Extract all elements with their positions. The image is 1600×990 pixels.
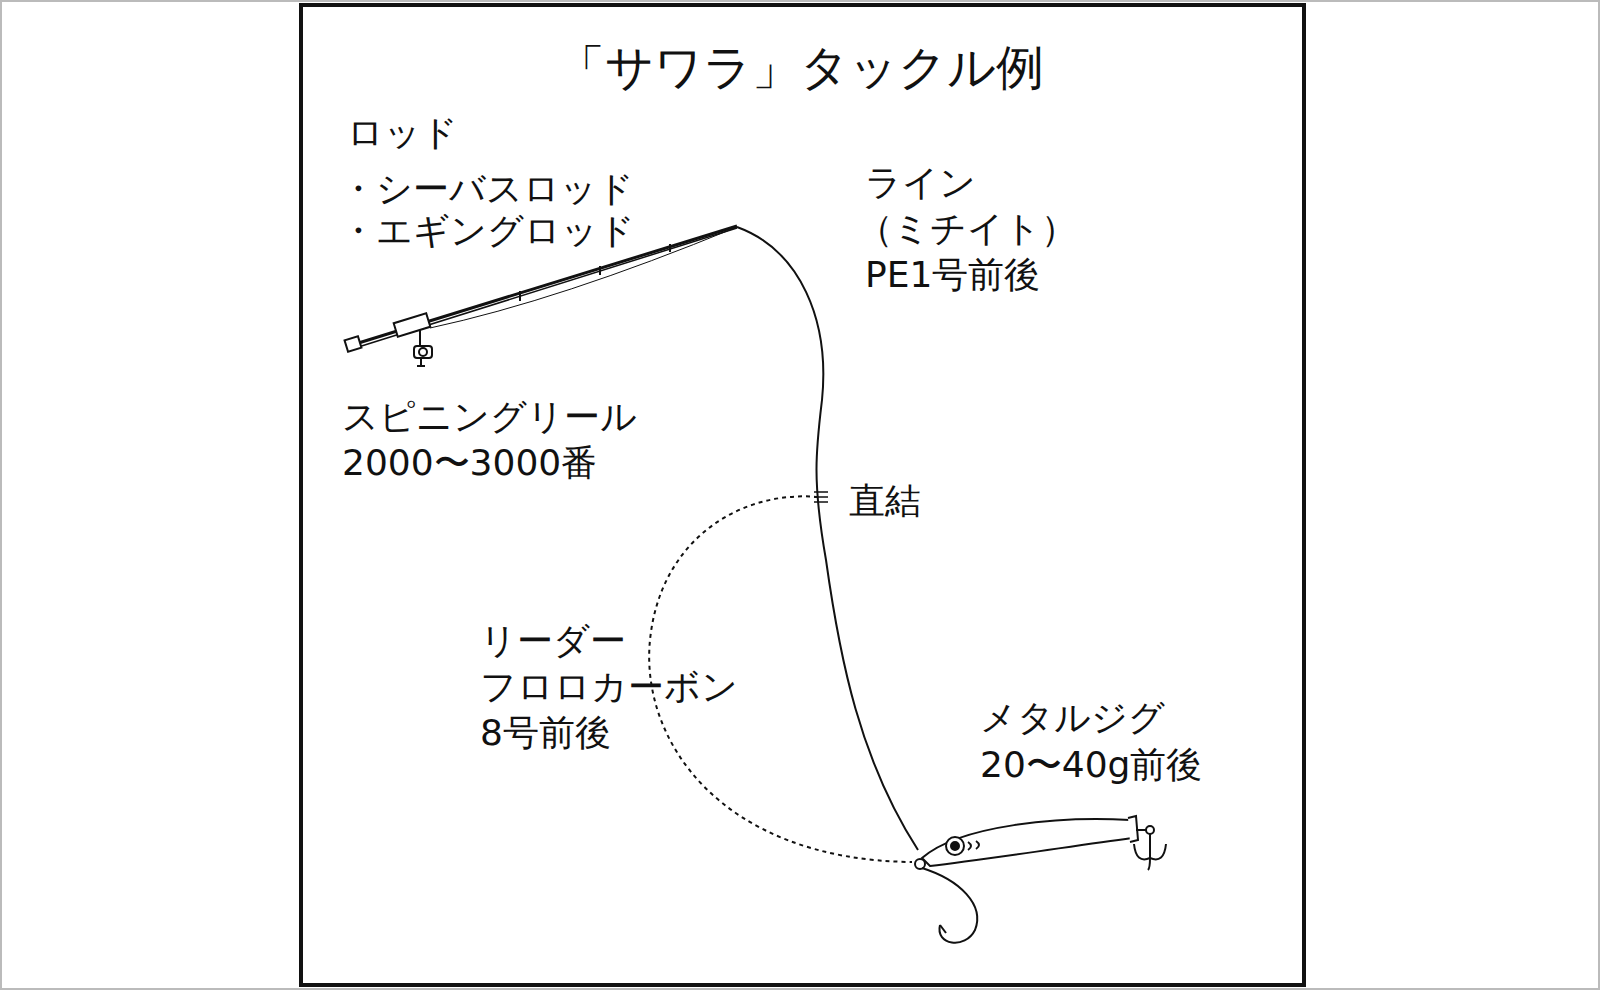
line-spec: PE1号前後 [865, 254, 1040, 295]
line-label: ライン [865, 162, 976, 203]
title: 「サワラ」タックル例 [557, 40, 1044, 95]
frame [301, 5, 1304, 985]
rod-option: ・シーバスロッド [340, 168, 634, 209]
reel-label: スピニングリール [342, 396, 637, 437]
leader-spec: 8号前後 [480, 712, 611, 753]
main-line [737, 227, 918, 850]
leader-material: フロロカーボン [480, 666, 738, 707]
rod-option: ・エギングロッド [340, 210, 635, 251]
rod-label: ロッド [347, 112, 458, 153]
jig-spec: 20〜40g前後 [980, 744, 1202, 785]
leader-label: リーダー [480, 620, 626, 661]
knot-label: 直結 [849, 480, 921, 521]
reel-spec: 2000〜3000番 [342, 442, 597, 483]
jig-label: メタルジグ [980, 697, 1165, 738]
metal-jig [915, 816, 1166, 943]
line-note: （ミチイト） [857, 208, 1077, 249]
spinning-reel [414, 330, 432, 366]
